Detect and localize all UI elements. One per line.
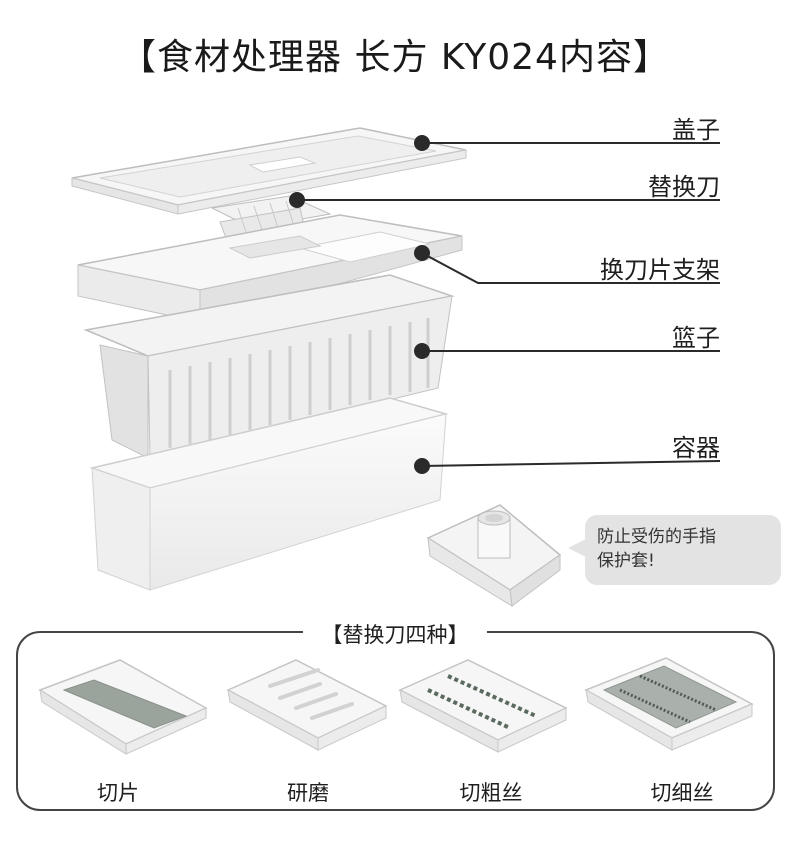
blade-label-slicing: 切片 <box>53 777 183 807</box>
label-container: 容器 <box>520 428 720 463</box>
finger-guard-illustration <box>428 505 560 606</box>
label-lid: 盖子 <box>520 110 720 145</box>
label-blade-holder: 换刀片支架 <box>520 250 720 285</box>
label-replacement-blade: 替换刀 <box>520 167 720 202</box>
blade-label-coarse-shred: 切粗丝 <box>426 777 556 807</box>
finger-guard-note: 防止受伤的手指 保护套! <box>597 525 769 573</box>
label-basket: 篮子 <box>520 318 720 353</box>
blade-label-grinding: 研磨 <box>243 777 373 807</box>
blade-label-fine-shred: 切细丝 <box>617 777 747 807</box>
blades-panel-title: 【替换刀四种】 <box>303 619 487 649</box>
finger-guard-note-bubble: 防止受伤的手指 保护套! <box>585 515 781 585</box>
